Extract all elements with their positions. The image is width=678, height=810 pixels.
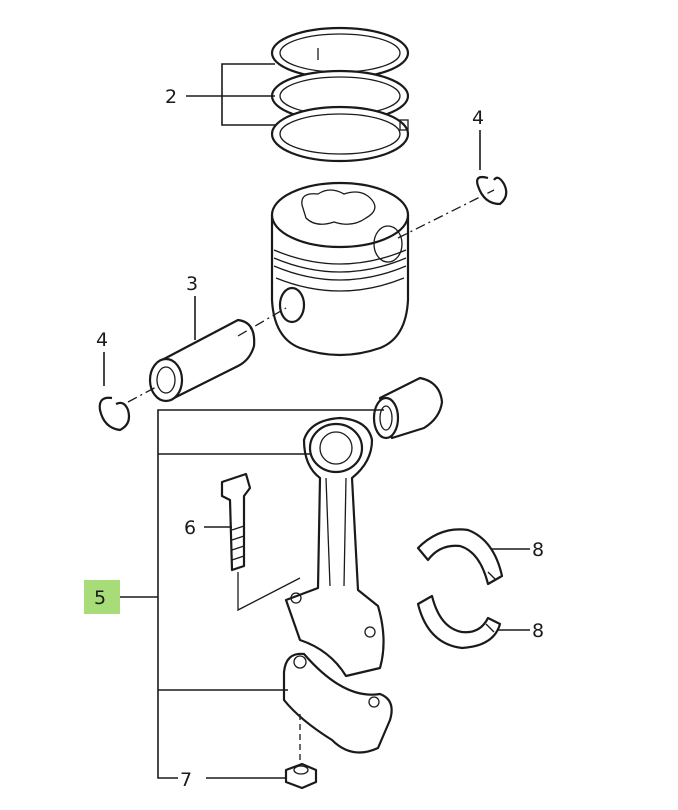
small-end-bushing	[372, 376, 444, 440]
callout-6: 6	[184, 517, 196, 539]
callout-2: 2	[165, 86, 177, 108]
callout-5: 5	[94, 587, 106, 609]
callout-4-right: 4	[472, 107, 484, 129]
callout-8-lower: 8	[532, 620, 544, 642]
callout-8-upper: 8	[532, 539, 544, 561]
piston-rings	[270, 26, 410, 163]
callout-7: 7	[180, 769, 192, 791]
piston	[270, 181, 410, 357]
callout-4-left: 4	[96, 329, 108, 351]
piston-pin	[148, 318, 256, 403]
callout-5-highlight	[84, 580, 120, 614]
callout-3: 3	[186, 273, 198, 295]
connecting-rod	[284, 416, 385, 678]
bearing-shell-lower	[416, 594, 502, 650]
rod-nut	[284, 762, 318, 790]
snap-ring-left	[98, 396, 131, 432]
bearing-shell-upper	[416, 528, 504, 586]
connecting-rod-cap	[282, 652, 393, 754]
rod-bolt	[220, 472, 252, 572]
